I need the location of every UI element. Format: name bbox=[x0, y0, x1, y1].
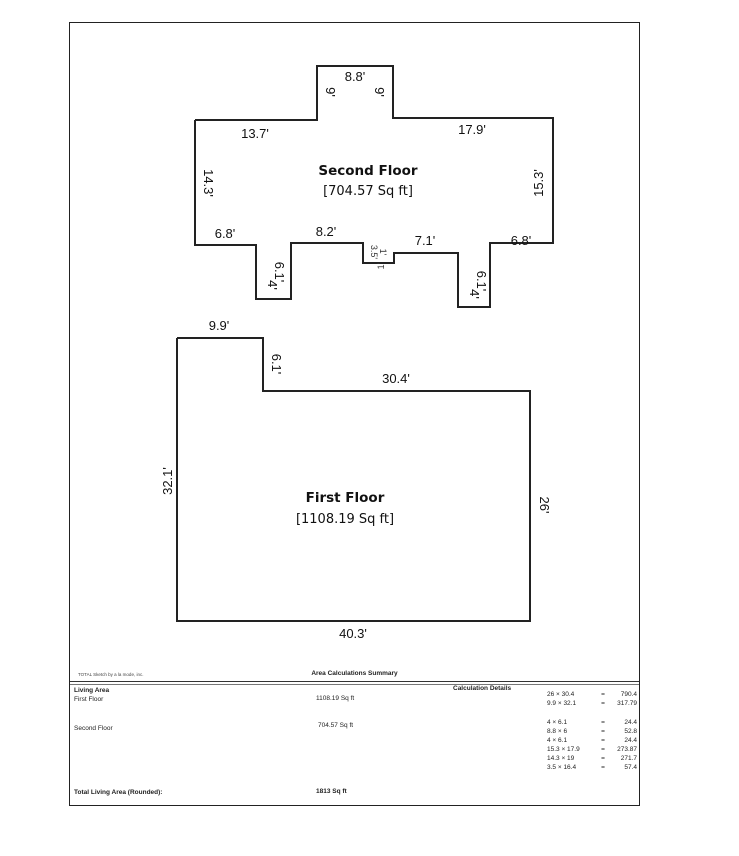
second-floor-outline bbox=[194, 65, 554, 308]
divider bbox=[70, 684, 639, 685]
dimension-label: 8.2' bbox=[316, 224, 337, 239]
dimension-label: 40.3' bbox=[339, 626, 367, 641]
calc-row: 26 × 30.4=790.4 bbox=[547, 691, 637, 698]
dimension-label: 9.9' bbox=[209, 318, 230, 333]
dimension-label: 13.7' bbox=[241, 126, 269, 141]
row-name-first-floor: First Floor bbox=[74, 696, 104, 703]
calc-row: 4 × 6.1=24.4 bbox=[547, 719, 637, 726]
calc-row: 8.8 × 6=52.8 bbox=[547, 728, 637, 735]
calc-row: 14.3 × 19=271.7 bbox=[547, 755, 637, 762]
dimension-label: 30.4' bbox=[382, 371, 410, 386]
dimension-label: 9' bbox=[323, 87, 338, 97]
floor-plan-sketch: Second Floor [704.57 Sq ft] 8.8' 9' 9' 1… bbox=[160, 65, 554, 641]
dimension-label: 32.1' bbox=[160, 467, 175, 495]
dimension-label: 6.1' bbox=[474, 271, 489, 292]
dimension-label: 8.8' bbox=[345, 69, 366, 84]
dimension-label: 9' bbox=[372, 87, 387, 97]
dimension-label: 14.3' bbox=[201, 169, 216, 197]
row-name-second-floor: Second Floor bbox=[74, 725, 113, 732]
first-floor-area: [1108.19 Sq ft] bbox=[296, 512, 394, 527]
calc-row: 15.3 × 17.9=273.87 bbox=[547, 746, 637, 753]
page-frame bbox=[69, 22, 640, 806]
dimension-label: 4' bbox=[265, 280, 280, 290]
second-floor-name: Second Floor bbox=[318, 163, 418, 179]
divider bbox=[70, 681, 639, 682]
dimension-label: 7.1' bbox=[415, 233, 436, 248]
summary-title: Area Calculations Summary bbox=[311, 670, 398, 677]
calc-row: 4 × 6.1=24.4 bbox=[547, 737, 637, 744]
total-living-area-label: Total Living Area (Rounded): bbox=[74, 789, 163, 796]
dimension-label: 6.8' bbox=[511, 233, 532, 248]
dimension-label: 26' bbox=[537, 497, 552, 514]
dimension-label: 1' bbox=[376, 262, 386, 269]
calculation-details-label: Calculation Details bbox=[453, 685, 512, 692]
dimension-label: 3.5' bbox=[369, 245, 379, 260]
row-area-first-floor: 1108.19 Sq ft bbox=[316, 695, 355, 702]
total-living-area-value: 1813 Sq ft bbox=[316, 788, 347, 795]
dimension-label: 6.1' bbox=[269, 354, 284, 375]
dimension-label: 17.9' bbox=[458, 122, 486, 137]
row-area-second-floor: 704.57 Sq ft bbox=[318, 722, 354, 729]
dimension-label: 15.3' bbox=[531, 169, 546, 197]
first-floor-name: First Floor bbox=[306, 490, 385, 506]
living-area-label: Living Area bbox=[74, 687, 110, 694]
calc-row: 3.5 × 16.4=57.4 bbox=[547, 764, 637, 771]
dimension-label: 1' bbox=[378, 249, 388, 256]
dimension-label: 4' bbox=[467, 289, 482, 299]
first-floor-outline bbox=[176, 337, 531, 622]
software-credit: TOTAL Sketch by a la mode, inc. bbox=[78, 672, 144, 677]
dimension-label: 6.8' bbox=[215, 226, 236, 241]
dimension-label: 6.1' bbox=[272, 262, 287, 283]
second-floor-area: [704.57 Sq ft] bbox=[323, 184, 413, 199]
calc-row: 9.9 × 32.1=317.79 bbox=[547, 700, 637, 707]
